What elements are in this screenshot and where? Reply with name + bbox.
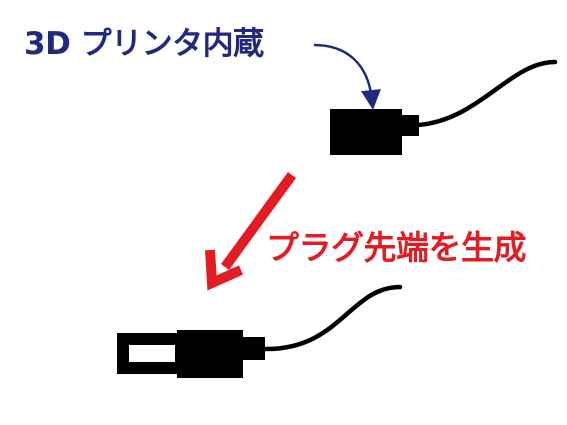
plug-body-upper [330, 109, 402, 155]
label-generate-plug-tip: プラグ先端を生成 [266, 228, 527, 267]
plug-built-in [330, 59, 558, 155]
plug-with-generated-tip [117, 284, 403, 378]
label-3d-printer-built-in: 3D プリンタ内蔵 [24, 26, 264, 62]
cable-lower [262, 284, 403, 352]
plug-neck-lower [241, 337, 265, 360]
red-arrow-icon [205, 172, 297, 291]
plug-tip-generated [117, 333, 187, 374]
plug-body-lower [177, 330, 243, 378]
plug-neck-upper [400, 115, 419, 136]
cable-upper [415, 59, 558, 128]
curved-arrow-icon [313, 43, 381, 110]
